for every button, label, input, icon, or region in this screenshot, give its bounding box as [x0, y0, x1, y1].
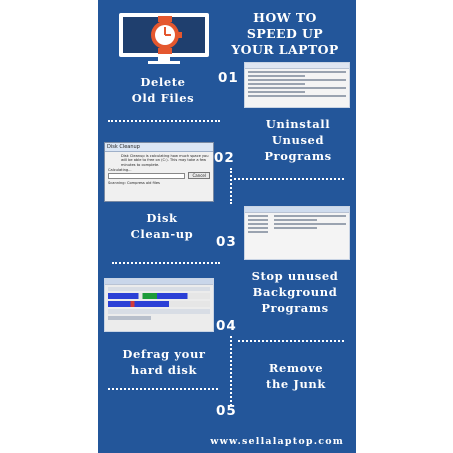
step-stop-background-programs: Stop unused Background Programs [238, 268, 352, 316]
scanning-label: Scanning: [108, 181, 126, 186]
step-number: 05 [216, 403, 237, 419]
step-label: Clean-up [130, 227, 194, 241]
divider [112, 262, 220, 264]
connector-line [230, 336, 232, 406]
divider [108, 388, 218, 390]
divider [238, 340, 344, 342]
step-label: Unused [271, 133, 325, 147]
step-label: the Junk [266, 377, 326, 391]
step-label: Defrag your [122, 347, 206, 361]
title-line: YOUR LAPTOP [231, 42, 339, 57]
website-url[interactable]: www.sellalaptop.com [210, 436, 344, 447]
step-label: Programs [264, 149, 332, 163]
infographic-panel: HOW TO SPEED UP YOUR LAPTOP Delete Old F… [98, 0, 356, 453]
cancel-button[interactable]: Cancel [188, 172, 210, 180]
scanning-value: Compress old files [126, 181, 160, 186]
step-label: Delete [140, 75, 186, 89]
step-label: hard disk [130, 363, 198, 377]
step-defrag-hard-disk: Defrag your hard disk [106, 346, 222, 378]
defrag-screenshot [104, 278, 214, 332]
step-disk-cleanup: Disk Clean-up [112, 210, 212, 242]
step-label: Uninstall [265, 117, 331, 131]
disk-cleanup-dialog: Disk Cleanup Disk Cleanup is calculating… [104, 142, 214, 202]
file-explorer-screenshot [244, 62, 350, 108]
step-label: Programs [261, 301, 329, 315]
title-line: SPEED UP [246, 26, 324, 41]
divider [234, 178, 344, 180]
programs-screenshot [244, 206, 350, 260]
step-label: Background [252, 285, 338, 299]
step-label: Old Files [131, 91, 195, 105]
calculating-label: Calculating... [108, 168, 132, 173]
dialog-message: Disk Cleanup is calculating how much spa… [121, 154, 209, 167]
step-uninstall-programs: Uninstall Unused Programs [244, 116, 352, 164]
step-number: 04 [216, 318, 237, 334]
step-label: Remove [268, 361, 324, 375]
step-number: 01 [218, 70, 239, 86]
step-delete-old-files: Delete Old Files [108, 74, 218, 106]
monitor-icon [118, 12, 210, 64]
divider [108, 120, 220, 122]
page-title: HOW TO SPEED UP YOUR LAPTOP [218, 10, 352, 58]
step-number: 02 [214, 150, 235, 166]
step-label: Stop unused [251, 269, 339, 283]
dialog-titlebar: Disk Cleanup [105, 143, 213, 152]
step-label: Disk [146, 211, 178, 225]
step-number: 03 [216, 234, 237, 250]
progress-bar [108, 172, 186, 179]
connector-line [230, 168, 232, 204]
title-line: HOW TO [253, 10, 317, 25]
step-remove-junk: Remove the Junk [240, 360, 352, 392]
clock-icon [147, 16, 183, 54]
